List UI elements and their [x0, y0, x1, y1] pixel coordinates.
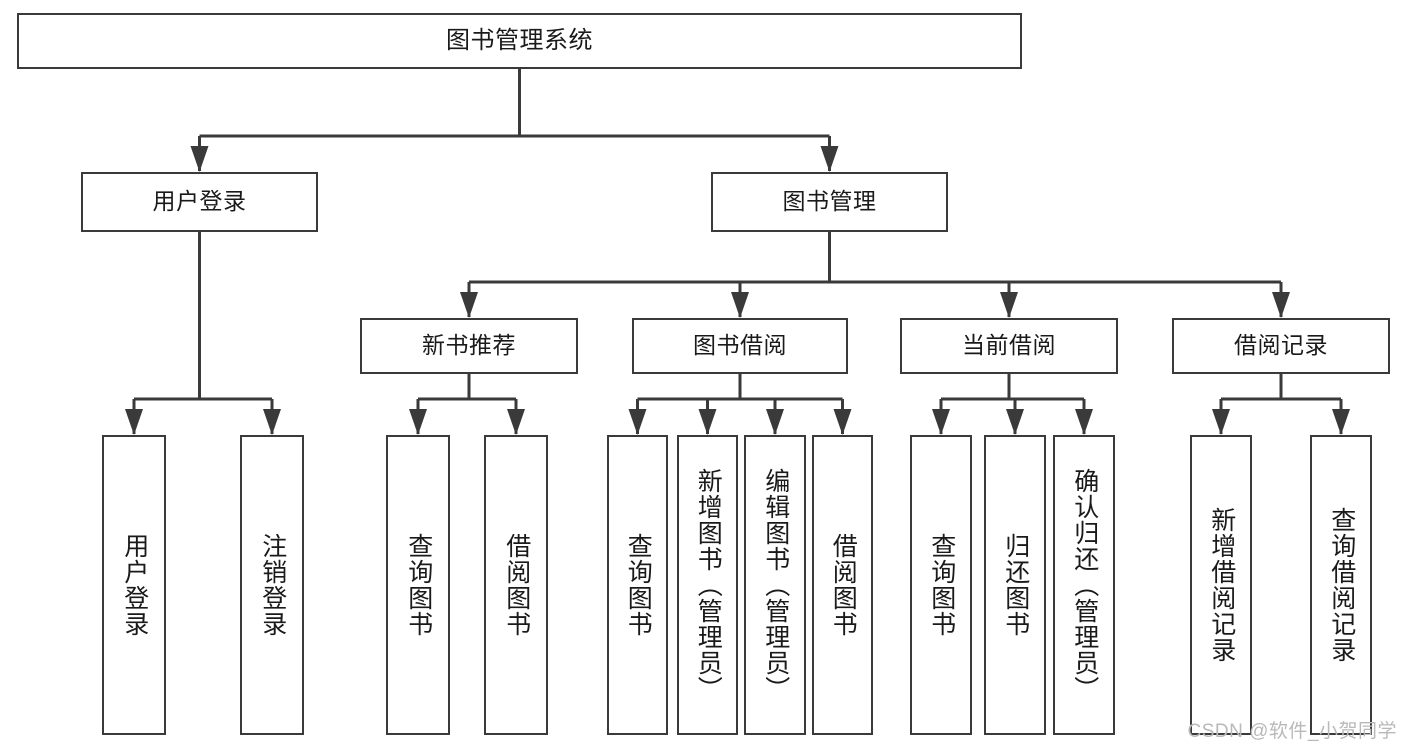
node-leaf-query-book-1[interactable]: 查询图书 — [386, 435, 450, 735]
arrowhead-book-borrow — [731, 292, 749, 318]
node-book-borrow[interactable]: 图书借阅 — [632, 318, 848, 374]
node-label-book-manage: 图书管理 — [782, 188, 877, 215]
arrowhead-leaf-edit-book — [766, 409, 784, 435]
arrowhead-leaf-query-book-3 — [932, 409, 950, 435]
node-label-leaf-user-login: 用户登录 — [120, 533, 149, 637]
arrowhead-new-book-recommend — [460, 292, 478, 318]
node-leaf-borrow-book-2[interactable]: 借阅图书 — [812, 435, 873, 735]
node-leaf-return-book[interactable]: 归还图书 — [984, 435, 1046, 735]
node-root[interactable]: 图书管理系统 — [17, 13, 1022, 69]
node-leaf-user-logout[interactable]: 注销登录 — [240, 435, 304, 735]
node-leaf-query-book-2[interactable]: 查询图书 — [607, 435, 668, 735]
node-leaf-query-borrow-record[interactable]: 查询借阅记录 — [1310, 435, 1372, 735]
node-label-leaf-add-book: 新增图书（管理员） — [694, 468, 723, 702]
node-label-borrow-record: 借阅记录 — [1234, 332, 1328, 359]
node-borrow-record[interactable]: 借阅记录 — [1172, 318, 1390, 374]
node-label-leaf-query-borrow-record: 查询借阅记录 — [1327, 507, 1356, 663]
node-label-leaf-borrow-book-2: 借阅图书 — [829, 533, 858, 637]
node-label-leaf-user-logout: 注销登录 — [258, 533, 287, 637]
arrowhead-leaf-user-logout — [263, 409, 281, 435]
node-leaf-borrow-book-1[interactable]: 借阅图书 — [484, 435, 548, 735]
node-label-leaf-borrow-book-1: 借阅图书 — [502, 533, 531, 637]
node-user-login[interactable]: 用户登录 — [81, 172, 318, 232]
node-leaf-user-login[interactable]: 用户登录 — [102, 435, 166, 735]
arrowhead-leaf-borrow-book-2 — [833, 409, 852, 435]
node-current-borrow[interactable]: 当前借阅 — [900, 318, 1118, 374]
node-new-book-recommend[interactable]: 新书推荐 — [360, 318, 578, 374]
node-label-leaf-add-borrow-record: 新增借阅记录 — [1207, 507, 1236, 663]
arrowhead-leaf-confirm-return — [1075, 409, 1093, 435]
arrowhead-leaf-return-book — [1006, 409, 1024, 435]
arrowhead-borrow-record — [1272, 292, 1290, 318]
node-leaf-add-book[interactable]: 新增图书（管理员） — [677, 435, 738, 735]
arrowhead-leaf-user-login — [125, 409, 143, 435]
arrowhead-leaf-query-book-1 — [409, 409, 427, 435]
node-label-leaf-confirm-return: 确认归还（管理员） — [1070, 468, 1099, 702]
arrowhead-leaf-query-borrow-record — [1332, 409, 1350, 435]
node-label-leaf-edit-book: 编辑图书（管理员） — [761, 468, 790, 702]
arrowhead-book-manage — [820, 146, 839, 172]
node-label-leaf-query-book-1: 查询图书 — [404, 533, 433, 637]
node-label-book-borrow: 图书借阅 — [693, 332, 787, 359]
arrowhead-leaf-query-book-2 — [628, 409, 647, 435]
node-label-leaf-query-book-3: 查询图书 — [927, 533, 956, 637]
arrowhead-leaf-add-borrow-record — [1212, 409, 1230, 435]
node-label-root: 图书管理系统 — [446, 26, 593, 54]
node-leaf-edit-book[interactable]: 编辑图书（管理员） — [744, 435, 806, 735]
node-leaf-query-book-3[interactable]: 查询图书 — [910, 435, 972, 735]
node-label-leaf-return-book: 归还图书 — [1001, 533, 1030, 637]
node-leaf-add-borrow-record[interactable]: 新增借阅记录 — [1190, 435, 1252, 735]
node-leaf-confirm-return[interactable]: 确认归还（管理员） — [1053, 435, 1115, 735]
node-label-current-borrow: 当前借阅 — [962, 332, 1056, 359]
arrowhead-user-login — [190, 146, 209, 172]
arrowhead-leaf-add-book — [698, 409, 717, 435]
arrowhead-current-borrow — [1000, 292, 1018, 318]
node-label-user-login: 用户登录 — [152, 188, 247, 215]
arrowhead-leaf-borrow-book-1 — [507, 409, 525, 435]
node-label-leaf-query-book-2: 查询图书 — [624, 533, 653, 637]
node-label-new-book-recommend: 新书推荐 — [422, 332, 516, 359]
node-book-manage[interactable]: 图书管理 — [711, 172, 948, 232]
watermark-text: CSDN @软件_小贺同学 — [1187, 721, 1397, 742]
